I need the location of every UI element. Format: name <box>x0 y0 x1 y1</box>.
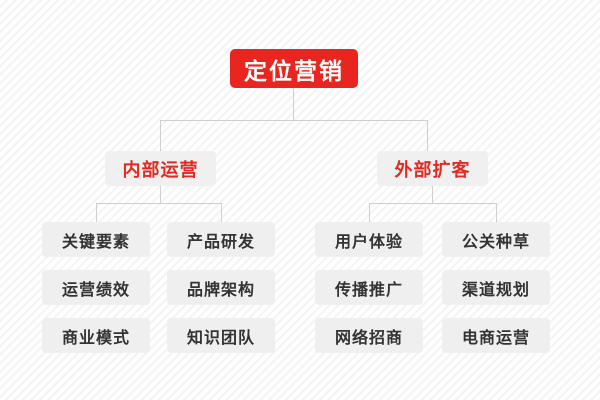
connector-right-col3-down <box>369 203 370 222</box>
connector-left-col2-down <box>221 203 222 222</box>
node-branch-external-acquisition[interactable]: 外部扩客 <box>377 151 488 186</box>
node-leaf-key-elements[interactable]: 关键要素 <box>42 222 150 257</box>
connector-root-down <box>293 88 294 120</box>
node-leaf-operations-performance[interactable]: 运营绩效 <box>42 270 150 305</box>
node-leaf-user-experience[interactable]: 用户体验 <box>315 222 423 257</box>
connector-right-leaf-horizontal <box>369 203 496 204</box>
node-leaf-channel-planning[interactable]: 渠道规划 <box>442 270 550 305</box>
connector-branch-right-down <box>427 120 428 151</box>
node-leaf-pr-seeding[interactable]: 公关种草 <box>442 222 550 257</box>
connector-right-col4-down <box>496 203 497 222</box>
node-leaf-product-rnd[interactable]: 产品研发 <box>167 222 275 257</box>
connector-left-branch-down <box>160 186 161 203</box>
connector-branch-horizontal <box>160 120 427 121</box>
connector-left-col1-down <box>96 203 97 222</box>
node-leaf-knowledge-team[interactable]: 知识团队 <box>167 318 275 353</box>
node-leaf-online-investment[interactable]: 网络招商 <box>315 318 423 353</box>
node-leaf-ecommerce-operations[interactable]: 电商运营 <box>442 318 550 353</box>
node-leaf-brand-architecture[interactable]: 品牌架构 <box>167 270 275 305</box>
connector-left-leaf-horizontal <box>96 203 221 204</box>
node-leaf-communication-promotion[interactable]: 传播推广 <box>315 270 423 305</box>
node-leaf-business-model[interactable]: 商业模式 <box>42 318 150 353</box>
connector-branch-left-down <box>160 120 161 151</box>
connector-right-branch-down <box>432 186 433 203</box>
node-branch-internal-operations[interactable]: 内部运营 <box>105 151 216 186</box>
node-root[interactable]: 定位营销 <box>230 49 358 88</box>
